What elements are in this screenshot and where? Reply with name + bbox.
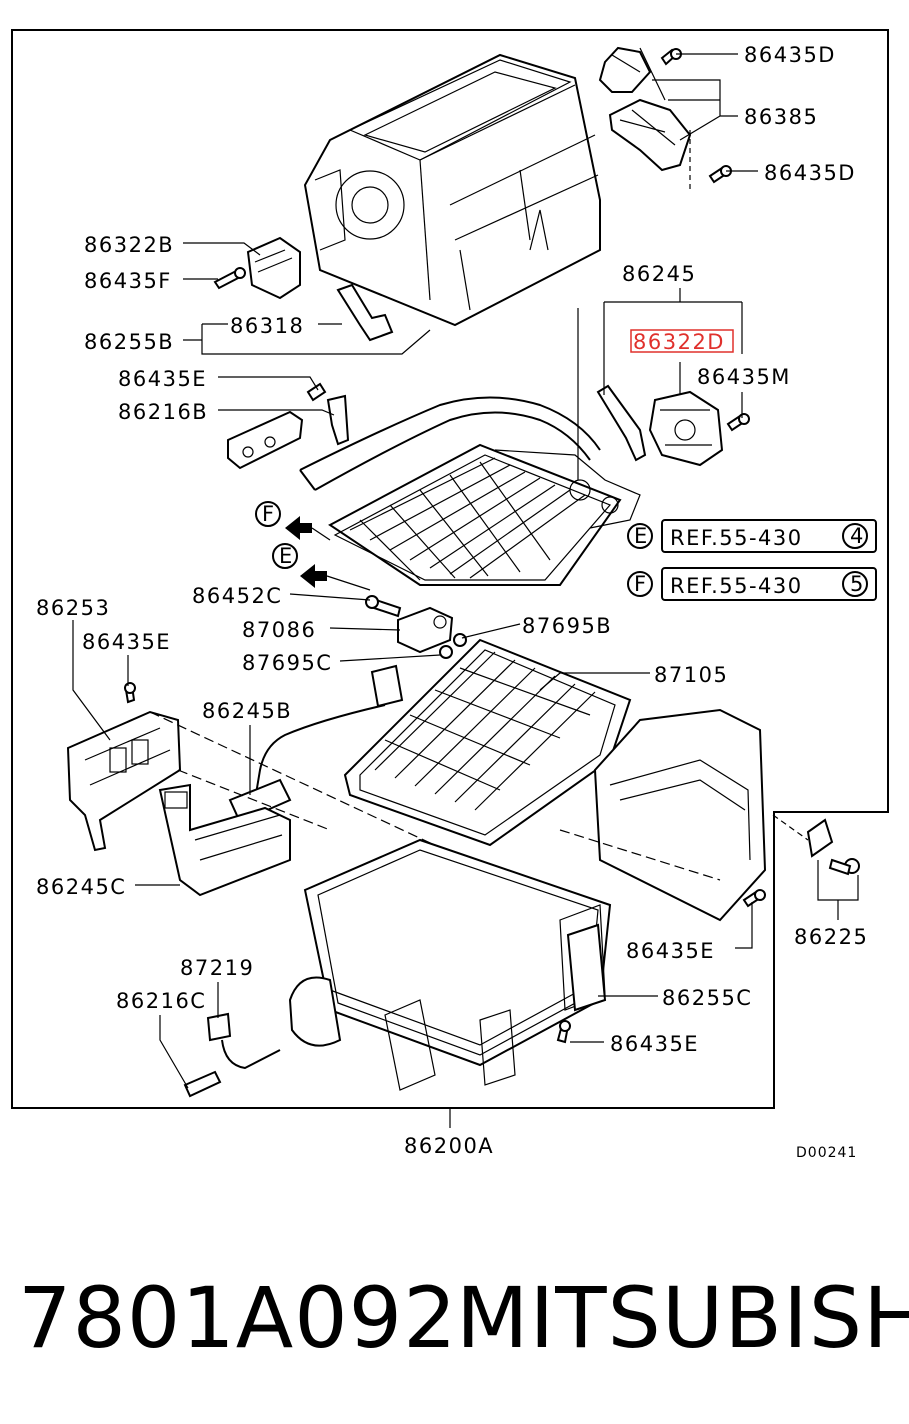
harness-86245B [228, 664, 404, 824]
brand-name: MITSUBISHI [456, 1269, 909, 1367]
o-ring-87695C-icon [439, 645, 453, 659]
label-87086: 87086 [242, 618, 316, 642]
label-86435F: 86435F [84, 269, 172, 293]
linkage-86385 [598, 46, 692, 190]
link-86318 [336, 283, 394, 342]
lower-case [288, 838, 612, 1091]
label-86435E-b: 86435E [82, 630, 171, 654]
label-86385: 86385 [744, 105, 818, 129]
label-87219: 87219 [180, 956, 254, 980]
label-86200A: 86200A [404, 1134, 494, 1158]
label-86245C: 86245C [36, 875, 126, 899]
label-86435M: 86435M [697, 365, 791, 389]
evaporator-87105 [343, 638, 632, 847]
screw-86435E-d-icon [556, 1020, 571, 1044]
label-86245B: 86245B [202, 699, 292, 723]
bracket-86245C [158, 783, 291, 897]
label-86435E-a: 86435E [118, 367, 207, 391]
label-86435D-top: 86435D [744, 43, 836, 67]
pipe-86216B [227, 396, 601, 491]
blower-case-right [559, 708, 767, 922]
heater-core-assembly [328, 443, 641, 586]
ref-E-number: 4 [850, 524, 865, 548]
bracket-86253 [66, 710, 182, 852]
ref-E-text: REF.55-430 [670, 526, 803, 550]
bracket-86225 [772, 814, 860, 876]
label-86216B: 86216B [118, 400, 208, 424]
arrow-F-icon [285, 516, 331, 541]
label-86255C: 86255C [662, 986, 752, 1010]
label-86318: 86318 [230, 314, 304, 338]
label-86216C: 86216C [116, 989, 206, 1013]
highlight-box [630, 329, 734, 353]
screw-86435M-icon [726, 413, 750, 432]
screw-86435E-c-icon [742, 889, 766, 908]
diagram-code: D00241 [796, 1145, 857, 1161]
marker-F: F [262, 502, 276, 526]
label-86435E-c: 86435E [626, 939, 715, 963]
ref-F-marker: F [634, 572, 648, 596]
sensor-87219 [206, 1012, 281, 1070]
label-86255B: 86255B [84, 330, 174, 354]
bolt-86452C-icon [365, 595, 402, 618]
diagram-frame [11, 29, 889, 1109]
label-86322B: 86322B [84, 233, 174, 257]
clip-86435E-a [306, 382, 350, 446]
part-number: 7801A092 [18, 1269, 458, 1367]
label-87105: 87105 [654, 663, 728, 687]
marker-E: E [279, 544, 294, 568]
screw-86435F-icon [213, 267, 246, 290]
ref-E-box [627, 519, 877, 553]
screw-86435D-top-icon [660, 48, 682, 66]
ref-F-box [627, 567, 877, 601]
label-86322D: 86322D [633, 330, 725, 354]
expansion-valve-87086 [397, 606, 454, 654]
label-86435D-mid: 86435D [764, 161, 856, 185]
ref-F-text: REF.55-430 [670, 574, 803, 598]
label-87695B: 87695B [522, 614, 612, 638]
label-86253: 86253 [36, 596, 110, 620]
label-86435E-d: 86435E [610, 1032, 699, 1056]
screw-86435D-mid-icon [708, 165, 732, 184]
label-86452C: 86452C [192, 584, 282, 608]
o-ring-87695B-icon [453, 633, 467, 647]
bracket-86245 [596, 384, 647, 462]
sensor-86216C [183, 1070, 222, 1098]
actuator-86322D [648, 390, 724, 467]
label-86245: 86245 [622, 262, 696, 286]
clip-86255C [566, 923, 607, 1012]
ref-F-number: 5 [850, 572, 865, 596]
upper-heater-unit [303, 53, 601, 327]
screw-86435E-b-icon [124, 682, 136, 704]
label-87695C: 87695C [242, 651, 332, 675]
marker-E-circle [272, 543, 298, 569]
ref-E-marker: E [634, 524, 649, 548]
label-86225: 86225 [794, 925, 868, 949]
marker-F-circle [255, 501, 281, 527]
actuator-86322B [246, 236, 301, 300]
arrow-E-icon [300, 564, 371, 591]
